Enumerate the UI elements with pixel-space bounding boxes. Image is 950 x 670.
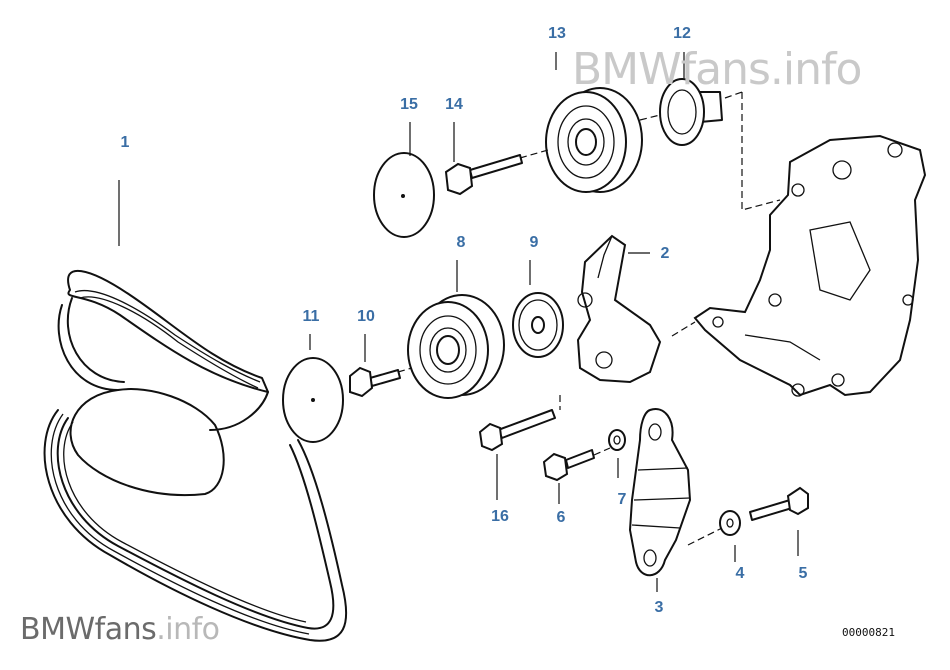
callout-14[interactable]: 14 <box>445 96 463 113</box>
bolt-6 <box>542 449 595 482</box>
watermark-top-brand: BMWfans <box>572 44 771 95</box>
idler-pulley-8 <box>407 294 505 399</box>
watermark-top-suffix: .info <box>769 44 863 95</box>
pulley-cover-11 <box>282 357 344 443</box>
tensioner-bracket-2 <box>576 234 662 384</box>
engine-bracket <box>693 134 927 397</box>
bolt-5 <box>749 486 809 521</box>
callout-13[interactable]: 13 <box>548 25 566 42</box>
washer-4 <box>719 510 741 536</box>
diagram-number: 00000821 <box>842 626 895 639</box>
watermark-bottom: BMWfans.info <box>20 612 220 647</box>
watermark-bottom-suffix: .info <box>156 612 220 647</box>
callout-9[interactable]: 9 <box>529 234 539 251</box>
belt-tensioner-3 <box>628 408 692 577</box>
watermark-bottom-brand: BMWfans <box>20 612 157 647</box>
callout-10[interactable]: 10 <box>357 308 375 325</box>
callout-7[interactable]: 7 <box>617 491 627 508</box>
washer-7 <box>608 429 626 451</box>
callout-4[interactable]: 4 <box>735 565 745 582</box>
leader-lines <box>118 52 799 592</box>
callout-5[interactable]: 5 <box>798 565 808 582</box>
bolt-10 <box>349 366 401 398</box>
callout-11[interactable]: 11 <box>302 308 320 325</box>
idler-pulley-13 <box>545 87 643 193</box>
callout-2[interactable]: 2 <box>660 245 670 262</box>
pulley-cover-9 <box>512 292 564 358</box>
callout-1[interactable]: 1 <box>120 134 130 151</box>
callout-12[interactable]: 12 <box>673 25 691 42</box>
callout-16[interactable]: 16 <box>491 508 509 525</box>
callout-15[interactable]: 15 <box>400 96 418 113</box>
assembly-lines <box>397 91 781 546</box>
bolt-16 <box>478 409 556 452</box>
pulley-cover-15 <box>373 152 435 238</box>
callout-6[interactable]: 6 <box>556 509 566 526</box>
pulley-12 <box>659 78 723 146</box>
ribbed-belt <box>43 269 348 642</box>
callout-3[interactable]: 3 <box>654 599 664 616</box>
bolt-14 <box>444 154 523 196</box>
callout-8[interactable]: 8 <box>456 234 466 251</box>
watermark-top: BMWfans.info <box>572 44 863 95</box>
